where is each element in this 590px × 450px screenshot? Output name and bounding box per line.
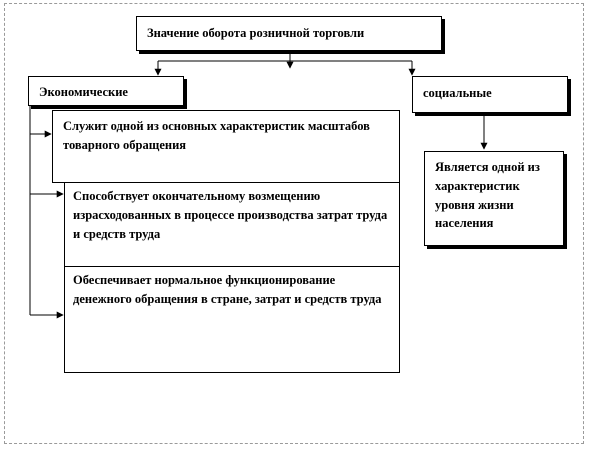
econ-item-2-box: Способствует окончательному возмещению и… <box>64 182 400 267</box>
econ-item-1-box: Служит одной из основных характеристик м… <box>52 110 400 183</box>
title-text: Значение оборота розничной торговли <box>147 26 365 40</box>
social-item-1-text: Является одной из характеристик уровня ж… <box>435 160 540 231</box>
econ-item-2-text: Способствует окончательному возмещению и… <box>73 189 388 241</box>
economic-header-box: Экономические <box>28 76 184 106</box>
econ-item-3-box: Обеспечивает нормальное функционирование… <box>64 266 400 373</box>
social-item-1-box: Является одной из характеристик уровня ж… <box>424 151 564 246</box>
title-box: Значение оборота розничной торговли <box>136 16 442 51</box>
econ-item-3-text: Обеспечивает нормальное функционирование… <box>73 273 382 306</box>
social-header-box: социальные <box>412 76 568 113</box>
economic-header-label: Экономические <box>39 85 128 99</box>
figure-frame <box>4 3 584 444</box>
econ-item-1-text: Служит одной из основных характеристик м… <box>63 119 370 152</box>
social-header-label: социальные <box>423 86 492 100</box>
